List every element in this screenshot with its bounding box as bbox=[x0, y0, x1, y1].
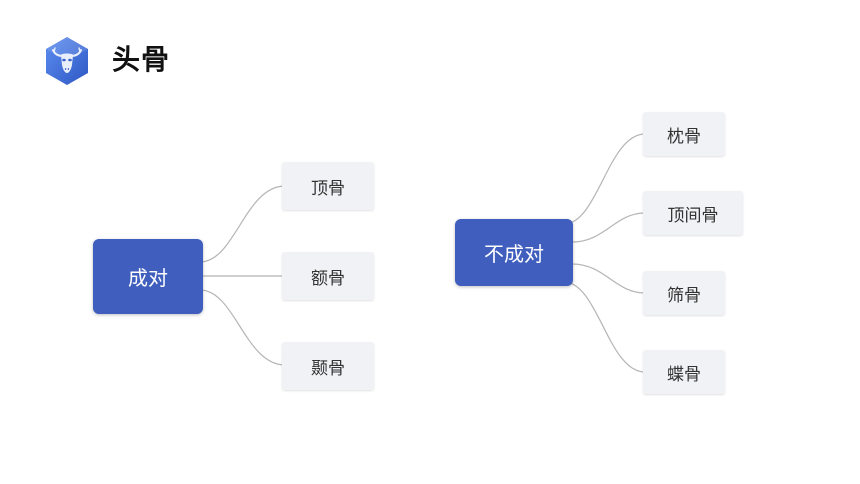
page-title: 头骨 bbox=[112, 43, 171, 76]
leaf-node-ethmoid: 筛骨 bbox=[643, 271, 725, 315]
connector-line bbox=[571, 263, 646, 294]
leaf-node-frontal: 额骨 bbox=[282, 252, 374, 300]
root-node-unpaired: 不成对 bbox=[455, 219, 573, 286]
connector-line bbox=[563, 281, 646, 373]
connector-line bbox=[571, 212, 646, 243]
skull-hexagon-icon bbox=[46, 37, 88, 85]
root-node-paired: 成对 bbox=[93, 239, 203, 314]
leaf-node-occipital: 枕骨 bbox=[643, 112, 725, 156]
leaf-node-interparietal: 顶间骨 bbox=[643, 191, 743, 235]
leaf-node-temporal: 颞骨 bbox=[282, 342, 374, 390]
connector-line bbox=[199, 185, 286, 263]
connector-line bbox=[199, 289, 286, 366]
leaf-node-sphenoid: 蝶骨 bbox=[643, 350, 725, 394]
leaf-node-parietal: 顶骨 bbox=[282, 162, 374, 210]
connector-line bbox=[563, 133, 646, 225]
